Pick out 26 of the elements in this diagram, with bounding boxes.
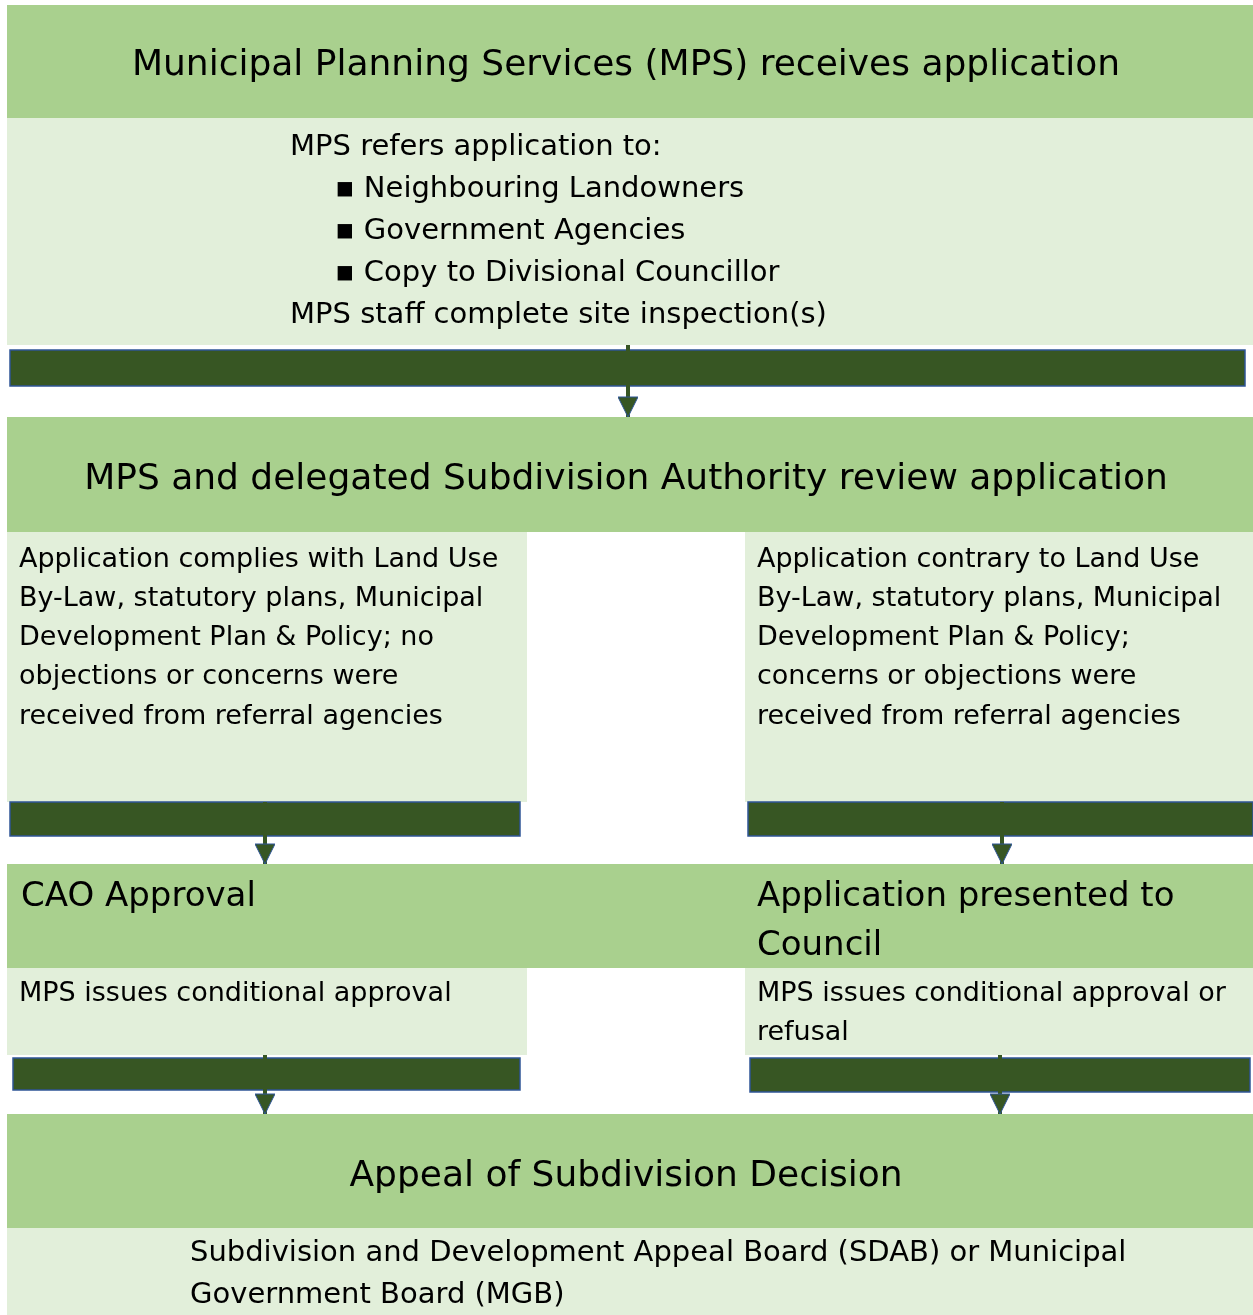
header-band [7, 5, 1253, 118]
step-text: MPS issues conditional approval [19, 975, 453, 1009]
step-text: MPS staff complete site inspection(s) [290, 295, 828, 333]
step-heading: Appeal of Subdivision Decision [348, 1152, 904, 1196]
step-box [745, 532, 1253, 802]
list-item: ▪ Government Agencies [334, 211, 687, 249]
list-item: ▪ Neighbouring Landowners [334, 169, 746, 207]
step-text: MPS refers application to: [290, 127, 663, 164]
step-box [7, 968, 527, 1055]
header-band [7, 864, 745, 968]
header-band [7, 417, 1253, 532]
step-heading: MPS and delegated Subdivision Authority review application [83, 455, 1169, 499]
step-box [7, 1228, 1253, 1315]
step-text: MPS issues conditional approval or refusal [757, 975, 1227, 1049]
step-heading: Municipal Planning Services (MPS) receives application [130, 41, 1122, 85]
step-box [745, 968, 1253, 1055]
header-band [7, 1114, 1253, 1228]
step-text: Application complies with Land Use By-Law, statutory plans, Municipal Development Plan & Policy; no objections or concerns were received from referral agencies [19, 541, 500, 732]
step-text: CAO Approval [21, 873, 257, 916]
step-box [7, 532, 527, 802]
step-text: Subdivision and Development Appeal Board (SDAB) or Municipal Government Board (MGB) [190, 1233, 1128, 1313]
step-text: Application contrary to Land Use By-Law, statutory plans, Municipal Development Plan & Policy; concerns or objections were received from referral agencies [757, 541, 1223, 732]
step-text: Application presented to Council [757, 873, 1176, 966]
header-band [745, 864, 1253, 968]
list-item: ▪ Copy to Divisional Councillor [334, 253, 781, 291]
step-box [7, 118, 1253, 345]
